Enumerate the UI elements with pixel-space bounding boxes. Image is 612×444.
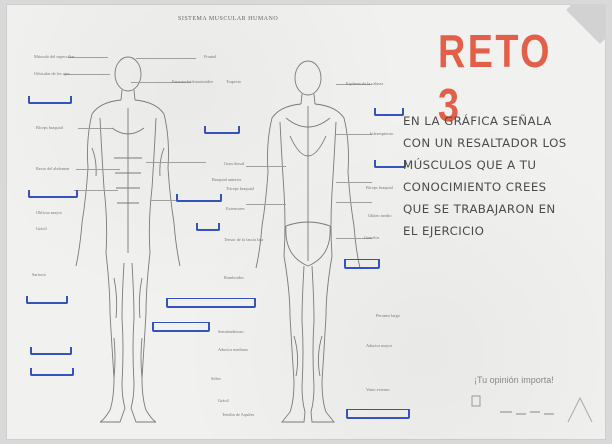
instruction-line: EL EJERCICIO: [403, 220, 606, 242]
label-front-center-3: Trapecio: [226, 79, 241, 84]
answer-box[interactable]: [346, 409, 410, 419]
label-front-left-5: Oblicuo mayor: [36, 210, 62, 215]
label-front-center-5: Extensores: [226, 206, 245, 211]
label-back-right-1: Esplenio de la cabeza: [346, 81, 383, 86]
front-body-figure: [70, 48, 188, 428]
back-body-figure: [250, 56, 368, 428]
label-back-right-7: Aductor mayor: [366, 343, 392, 348]
label-back-center-4: Semitendinoso: [218, 329, 244, 334]
label-front-left-2: Orbicular de los ojos: [34, 71, 70, 76]
worksheet: SISTEMA MUSCULAR HUMANO: [6, 4, 606, 440]
instruction-line: CON UN RESALTADOR LOS: [403, 132, 606, 154]
instruction-line: MÚSCULOS QUE A TU: [403, 154, 606, 176]
label-back-right-2: Infraespinoso: [370, 131, 393, 136]
answer-box[interactable]: [344, 259, 380, 269]
answer-box[interactable]: [152, 322, 210, 332]
label-front-center-6: Tensor de la fascia lata: [224, 237, 263, 242]
answer-box[interactable]: [30, 368, 74, 376]
answer-box[interactable]: [196, 223, 220, 231]
answer-box[interactable]: [30, 347, 72, 355]
label-back-right-6: Peroneo largo: [376, 313, 400, 318]
label-front-center-2: Esternocleidomastoideo: [172, 79, 213, 84]
label-back-right-4: Glúteo medio: [368, 213, 392, 218]
label-front-center-8: Sóleo: [211, 376, 221, 381]
label-back-right-3: Bíceps braquial: [366, 185, 393, 190]
instruction-line: CONOCIMIENTO CREES: [403, 176, 606, 198]
answer-box[interactable]: [28, 190, 78, 198]
answer-box[interactable]: [28, 96, 72, 104]
answer-box[interactable]: [176, 194, 222, 202]
instruction-line: EN LA GRÁFICA SEÑALA: [403, 110, 606, 132]
answer-box[interactable]: [26, 296, 68, 304]
label-back-center-1: Gran dorsal: [224, 161, 244, 166]
instructions-text: EN LA GRÁFICA SEÑALA CON UN RESALTADOR L…: [403, 110, 606, 242]
answer-box[interactable]: [166, 298, 256, 308]
answer-box[interactable]: [374, 108, 404, 116]
support-text: ¡Tu opinión importa!: [474, 375, 554, 385]
label-back-center-6: Tendón de Aquiles: [222, 412, 254, 417]
label-front-left-3: Bíceps braquial: [36, 125, 63, 130]
answer-box[interactable]: [204, 126, 240, 134]
label-back-center-5: Grácil: [218, 398, 229, 403]
diagram-title: SISTEMA MUSCULAR HUMANO: [178, 16, 278, 22]
label-front-left-4: Recto del abdomen: [36, 166, 69, 171]
support-icons: [468, 392, 603, 426]
label-back-right-5: Gemelos: [364, 235, 379, 240]
label-back-center-3: Romboides: [224, 275, 244, 280]
label-back-center-2: Tríceps braquial: [226, 186, 254, 191]
label-front-center-1: Frontal: [204, 54, 216, 59]
label-front-left-7: Sartorio: [32, 272, 46, 277]
label-front-left-1: Músculo del superciliar: [34, 54, 75, 59]
label-front-center-7: Aductor mediano: [218, 347, 248, 352]
answer-box[interactable]: [374, 160, 406, 168]
label-back-right-8: Vasto externo: [366, 387, 390, 392]
instruction-line: QUE SE TRABAJARON EN: [403, 198, 606, 220]
label-front-left-6: Grácil: [36, 226, 47, 231]
label-front-center-4: Braquial anterior: [212, 177, 241, 182]
